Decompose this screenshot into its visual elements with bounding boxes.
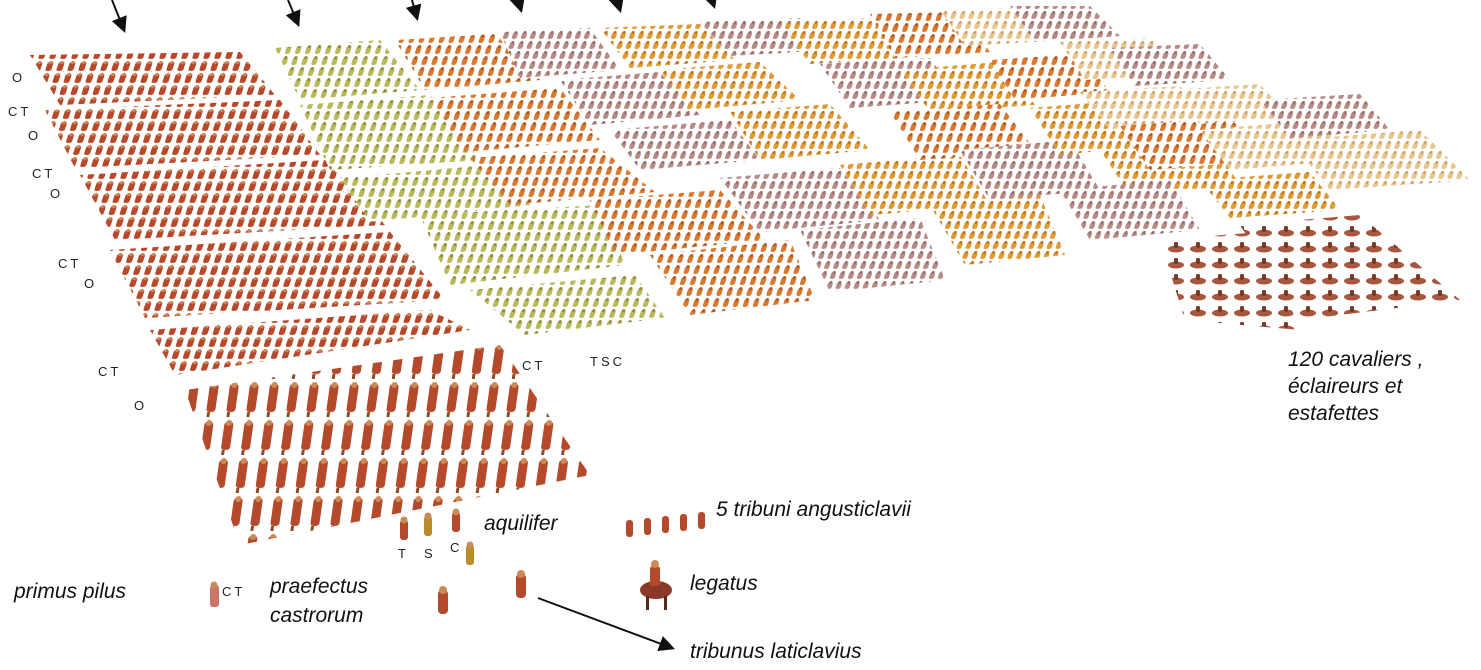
rank-ct-front: CT bbox=[522, 358, 545, 373]
cavalry-label-line3: estafettes bbox=[1288, 402, 1379, 426]
rank-t-staff: T bbox=[398, 546, 409, 561]
primus-pilus-label: primus pilus bbox=[14, 580, 126, 604]
horseman-icon bbox=[640, 560, 672, 610]
rank-ct-4: CT bbox=[98, 364, 121, 379]
soldier-icon bbox=[452, 509, 460, 533]
soldier-icon bbox=[466, 542, 474, 566]
rank-s-staff: S bbox=[424, 546, 436, 561]
soldier-icon bbox=[400, 517, 408, 541]
soldier-icon bbox=[516, 570, 526, 598]
soldier-icon bbox=[424, 513, 432, 537]
rank-o-1: O bbox=[12, 70, 25, 85]
rank-o-5: O bbox=[134, 398, 147, 413]
tribuni-label: 5 tribuni angusticlavii bbox=[716, 498, 911, 522]
cavalry-block bbox=[1160, 215, 1460, 330]
rank-o-2: O bbox=[28, 128, 41, 143]
soldier-icon bbox=[438, 586, 448, 614]
cavalry-label-line2: éclaireurs et bbox=[1288, 375, 1402, 399]
rank-c-staff: C bbox=[450, 540, 462, 555]
soldier-icon bbox=[210, 582, 219, 608]
tribunus-laticlavius-label: tribunus laticlavius bbox=[690, 640, 862, 664]
top-arrows bbox=[112, 0, 714, 30]
legatus-label: legatus bbox=[690, 572, 758, 596]
tribunus-arrow bbox=[538, 598, 672, 648]
rank-tsc-front: TSC bbox=[590, 354, 625, 369]
rank-o-4: O bbox=[84, 276, 97, 291]
aquilifer-label: aquilifer bbox=[484, 512, 558, 536]
rank-ct-3: CT bbox=[58, 256, 81, 271]
rank-ct-primus: CT bbox=[222, 584, 245, 599]
rank-o-3: O bbox=[50, 186, 63, 201]
rank-ct-1: CT bbox=[8, 104, 31, 119]
praefectus-label-line2: castrorum bbox=[270, 604, 363, 628]
praefectus-label-line1: praefectus bbox=[270, 575, 368, 599]
rank-ct-2: CT bbox=[32, 166, 55, 181]
cavalry-label-line1: 120 cavaliers , bbox=[1288, 348, 1423, 372]
tribuni-figures bbox=[626, 512, 705, 537]
